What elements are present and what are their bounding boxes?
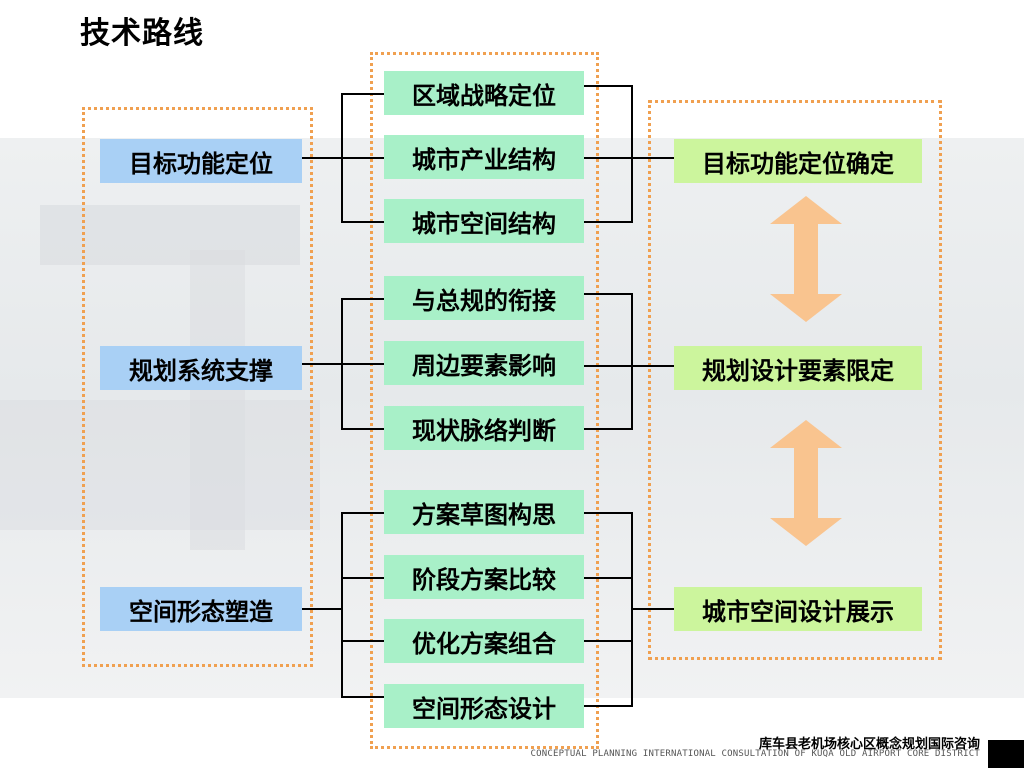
connector-line <box>341 157 384 159</box>
connector-line <box>341 221 384 223</box>
background-shape <box>190 250 245 550</box>
middle-box: 现状脉络判断 <box>384 406 584 450</box>
middle-panel <box>370 52 599 749</box>
left-box-function-positioning: 目标功能定位 <box>100 139 302 183</box>
connector-line <box>584 428 632 430</box>
connector-line <box>341 696 384 698</box>
connector-line <box>631 608 674 610</box>
connector-line <box>302 157 342 159</box>
connector-line <box>631 293 633 430</box>
connector-line <box>631 157 674 159</box>
middle-box: 方案草图构思 <box>384 490 584 534</box>
connector-line <box>584 157 632 159</box>
left-box-planning-support: 规划系统支撑 <box>100 346 302 390</box>
middle-box: 优化方案组合 <box>384 619 584 663</box>
background-shape <box>0 400 320 530</box>
footer-title-cn: 库车县老机场核心区概念规划国际咨询 <box>758 737 980 752</box>
connector-line <box>631 85 633 223</box>
connector-line <box>584 365 632 367</box>
double-arrow-icon <box>770 196 842 322</box>
left-box-spatial-shaping: 空间形态塑造 <box>100 587 302 631</box>
connector-line <box>341 363 384 365</box>
connector-line <box>584 705 632 707</box>
middle-box: 周边要素影响 <box>384 341 584 385</box>
connector-line <box>341 298 384 300</box>
middle-box: 空间形态设计 <box>384 684 584 728</box>
footer-block <box>988 740 1024 768</box>
connector-line <box>584 577 632 579</box>
connector-line <box>302 608 342 610</box>
right-panel <box>648 100 942 660</box>
connector-line <box>341 640 384 642</box>
connector-line <box>341 428 384 430</box>
middle-box: 与总规的衔接 <box>384 276 584 320</box>
right-box-spatial-display: 城市空间设计展示 <box>674 587 922 631</box>
connector-line <box>341 577 384 579</box>
right-box-design-elements: 规划设计要素限定 <box>674 346 922 390</box>
connector-line <box>584 85 632 87</box>
page-title: 技术路线 <box>80 16 204 51</box>
connector-line <box>584 512 632 514</box>
middle-box: 城市产业结构 <box>384 135 584 179</box>
connector-line <box>341 93 384 95</box>
connector-line <box>631 365 674 367</box>
double-arrow-icon <box>770 420 842 546</box>
right-box-positioning-confirmed: 目标功能定位确定 <box>674 139 922 183</box>
footer-title-en: CONCEPTUAL PLANNING INTERNATIONAL CONSUL… <box>530 749 980 759</box>
connector-line <box>341 512 384 514</box>
middle-box: 阶段方案比较 <box>384 555 584 599</box>
left-panel <box>82 107 313 667</box>
connector-line <box>584 293 632 295</box>
connector-line <box>302 363 342 365</box>
connector-line <box>584 221 632 223</box>
connector-line <box>341 512 343 698</box>
connector-line <box>584 640 632 642</box>
middle-box: 城市空间结构 <box>384 199 584 243</box>
middle-box: 区域战略定位 <box>384 71 584 115</box>
